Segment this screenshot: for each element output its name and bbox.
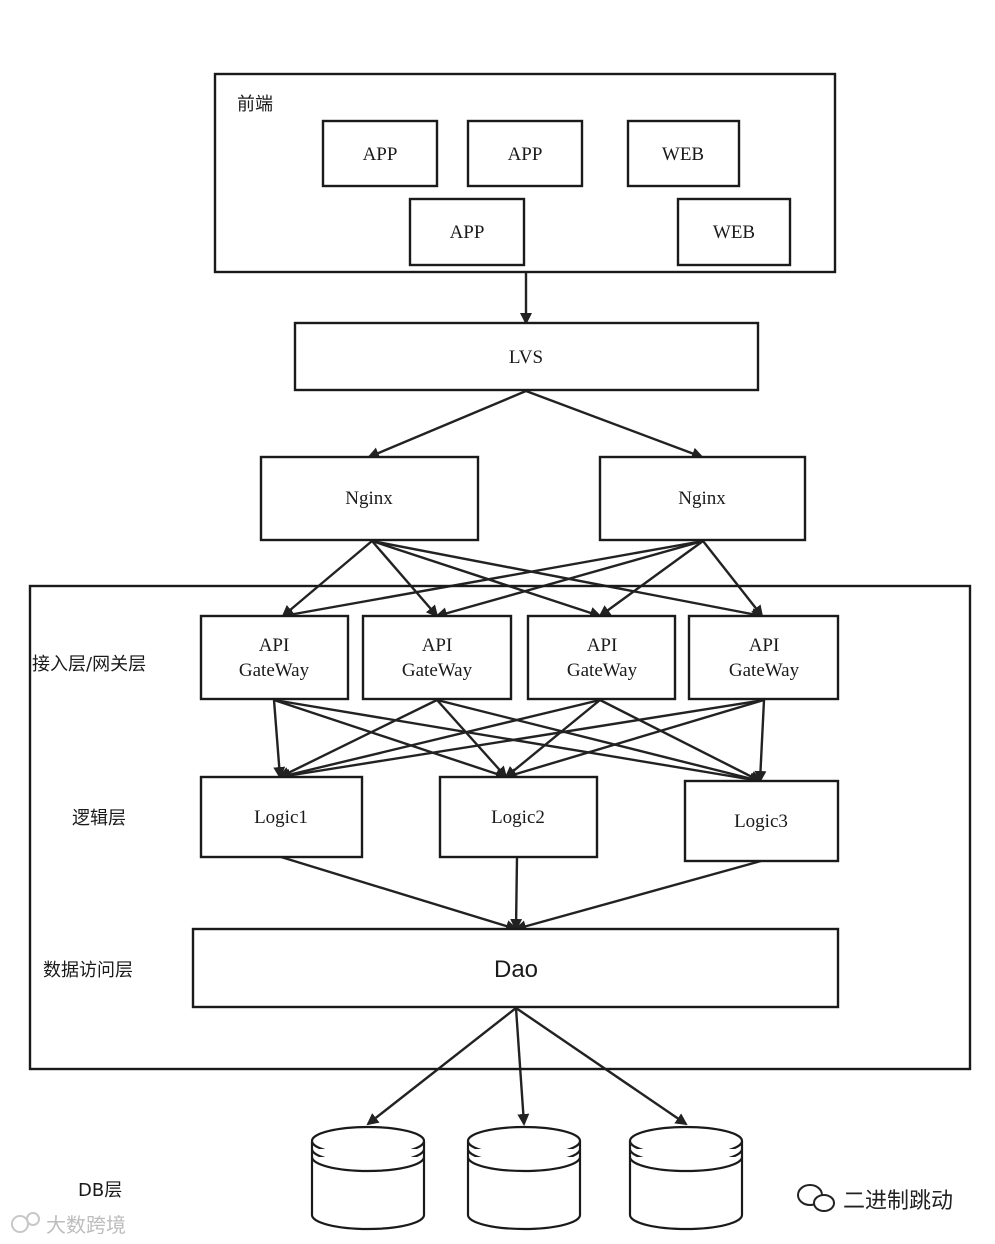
- api-gateway-3-line1: API: [587, 635, 618, 656]
- web-node-2-label: WEB: [713, 222, 755, 243]
- logic-layer-label: 逻辑层: [72, 808, 126, 829]
- db-layer-label: DB层: [78, 1180, 122, 1201]
- frontend-frame: [213, 72, 837, 274]
- watermark-left-logo-icon: [11, 1212, 40, 1233]
- edge-gw3-to-logic3: [599, 698, 762, 783]
- web-node-1-label: WEB: [662, 144, 704, 165]
- edge-gw1-to-logic1: [272, 699, 286, 779]
- nginx-node-1-label: Nginx: [345, 488, 393, 509]
- logic-node-1: [199, 775, 364, 859]
- edge-logic3-to-dao: [514, 859, 762, 933]
- api-gateway-4-line2: GateWay: [729, 660, 800, 681]
- api-gateway-1-line2: GateWay: [239, 660, 310, 681]
- api-gateway-2-line1: API: [422, 635, 453, 656]
- web-node-2: [676, 197, 792, 267]
- edge-nginx2-to-gw2: [435, 539, 704, 620]
- service-frame: [28, 584, 972, 1071]
- edge-gw3-to-logic2: [504, 699, 601, 779]
- edge-dao-to-db3: [515, 1007, 688, 1126]
- app-node-2: [466, 119, 584, 188]
- api-gateway-node-4: [687, 614, 840, 701]
- watermark-left-text: 大数跨境: [46, 1213, 126, 1237]
- edge-gw2-to-logic3: [436, 698, 762, 785]
- edge-gw4-to-logic2: [504, 698, 765, 780]
- lvs-node-label: LVS: [509, 347, 543, 368]
- watermark-right-text: 二进制跳动: [843, 1189, 953, 1214]
- dao-layer-label: 数据访问层: [43, 960, 133, 981]
- edge-logic1-to-dao: [280, 855, 518, 932]
- watermark-left: 大数跨境: [11, 1212, 126, 1237]
- api-gateway-node-1: [199, 614, 350, 701]
- api-gateway-4-line1: API: [749, 635, 780, 656]
- logic-node-3-label: Logic3: [734, 811, 788, 832]
- nginx-node-2: [598, 455, 807, 542]
- edge-gw2-to-logic1: [278, 698, 438, 779]
- edge-gw4-to-logic3: [754, 699, 767, 783]
- database-icon-3: [628, 1125, 744, 1231]
- edge-nginx1-to-gw1: [281, 540, 373, 618]
- watermark-right: 二进制跳动: [797, 1184, 953, 1214]
- edge-nginx2-to-gw3: [598, 540, 704, 618]
- logic-node-3: [683, 779, 840, 863]
- edge-gw3-to-logic1: [278, 698, 601, 781]
- edge-nginx2-to-gw1: [281, 539, 704, 621]
- api-gateway-node-3: [526, 614, 677, 701]
- lvs-node: [293, 321, 760, 392]
- edge-logic2-to-dao: [510, 856, 523, 931]
- database-icon-2: [466, 1125, 582, 1231]
- edge-nginx1-to-gw3: [371, 539, 602, 619]
- logic-node-1-label: Logic1: [254, 807, 308, 828]
- nginx-node-2-label: Nginx: [678, 488, 726, 509]
- web-node-1: [626, 119, 741, 188]
- edge-dao-to-db2: [514, 1007, 530, 1126]
- edge-lvs-to-nginx2: [525, 389, 704, 460]
- edge-lvs-to-nginx1: [367, 389, 527, 459]
- app-node-1: [321, 119, 439, 188]
- edge-gw4-to-logic1: [278, 698, 765, 782]
- edge-gw2-to-logic2: [436, 699, 508, 779]
- edge-nginx1-to-gw2: [371, 540, 439, 618]
- api-gateway-3-line2: GateWay: [567, 660, 638, 681]
- dao-node: [191, 927, 840, 1009]
- database-icon-1: [310, 1125, 426, 1231]
- app-node-3-label: APP: [450, 222, 485, 243]
- api-gateway-1-line1: API: [259, 635, 290, 656]
- edge-gw1-to-logic2: [273, 698, 508, 780]
- edge-dao-to-db1: [366, 1007, 517, 1126]
- edge-nginx2-to-gw4: [702, 540, 764, 618]
- app-node-2-label: APP: [508, 144, 543, 165]
- edges-layer: [272, 272, 767, 1126]
- logic-node-2: [438, 775, 599, 859]
- nginx-node-1: [259, 455, 480, 542]
- logic-node-2-label: Logic2: [491, 807, 545, 828]
- wechat-icon: [797, 1184, 835, 1212]
- dao-node-label: Dao: [494, 956, 538, 983]
- api-gateway-2-line2: GateWay: [402, 660, 473, 681]
- gateway-layer-label: 接入层/网关层: [32, 654, 146, 675]
- app-node-3: [408, 197, 526, 267]
- app-node-1-label: APP: [363, 144, 398, 165]
- frontend-label: 前端: [237, 94, 273, 115]
- api-gateway-node-2: [361, 614, 513, 701]
